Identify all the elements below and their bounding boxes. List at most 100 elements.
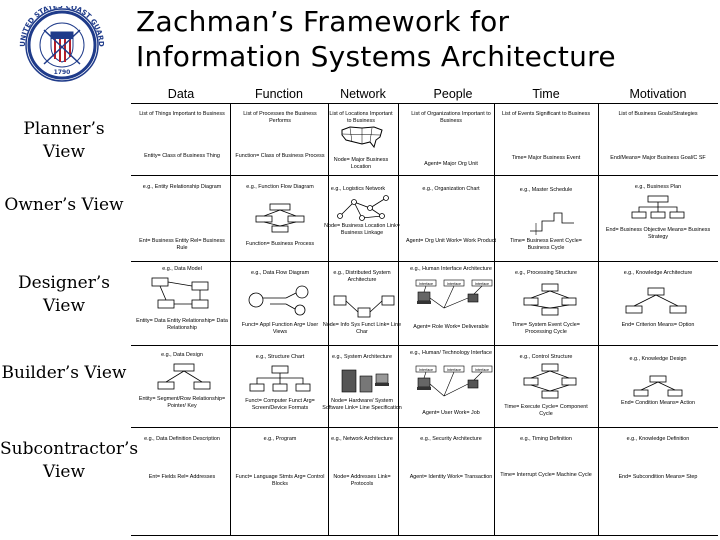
designer-data-example: e.g., Data Model [162, 266, 202, 272]
builder-time-execute: Time= Execute Cycle= Component Cycle [504, 404, 588, 417]
subcontractor-network-node: Node= Addresses Link= Protocols [333, 474, 391, 487]
interface-label: Interface [475, 282, 489, 286]
subcontractor-people-example: e.g., Security Architecture [420, 436, 482, 442]
planner-people-list: List of Organizations Important to Busin… [411, 111, 491, 124]
logistics-network-icon [337, 195, 389, 221]
subcontractor-time-example: e.g., Timing Definition [520, 436, 572, 442]
planner-motivation-list: List of Business Goals/Strategies [618, 111, 698, 117]
subcontractor-time-interrupt: Time= Interrupt Cycle= Machine Cycle [500, 472, 592, 478]
planner-people-agent: Agent= Major Org Unit [424, 161, 478, 167]
owner-function-example: e.g., Function Flow Diagram [246, 184, 314, 190]
grid-divider [131, 261, 718, 262]
seal-year: 1790 [54, 69, 71, 76]
owner-people-agent: Agent= Org Unit Work= Work Product [406, 238, 496, 244]
interface-label: Interface [447, 368, 461, 372]
column-header-function: Function [255, 87, 303, 101]
designer-network-node: Node= Info Sys Funct Link= Line Char [322, 322, 402, 335]
planner-function-entity: Function= Class of Business Process [235, 153, 325, 159]
owner-time-event: Time= Business Event Cycle= Business Cyc… [510, 238, 582, 251]
row-label-builder: Builder’s View [1, 363, 127, 383]
master-schedule-icon [530, 212, 574, 235]
row-label-designer: Designer’s View [18, 273, 110, 316]
subcontractor-motivation-end: End= Subcondition Means= Step [618, 474, 698, 480]
designer-people-example: e.g., Human Interface Architecture [410, 266, 492, 272]
interface-label: Interface [475, 368, 489, 372]
planner-data-entity: Entity= Class of Business Thing [144, 153, 220, 159]
title-line-1: Zachman’s Framework for [136, 5, 510, 38]
designer-time-event: Time= System Event Cycle= Processing Cyc… [512, 322, 580, 335]
processing-structure-icon [523, 283, 577, 316]
designer-network-example: e.g., Distributed System Architecture [333, 270, 391, 283]
designer-function-example: e.g., Data Flow Diagram [250, 270, 310, 276]
data-model-icon [151, 277, 209, 309]
grid-divider [494, 103, 495, 536]
planner-time-list: List of Events Significant to Business [501, 111, 591, 117]
planner-data-list: List of Things Important to Business [139, 111, 225, 117]
coast-guard-seal: UNITED STATES COAST GUARD 1790 [6, 2, 118, 82]
seal-icon: UNITED STATES COAST GUARD 1790 [19, 2, 105, 82]
knowledge-architecture-icon [625, 287, 687, 314]
subcontractor-motivation-example: e.g., Knowledge Definition [626, 436, 690, 442]
column-header-people: People [433, 87, 473, 101]
planner-time-event: Time= Major Business Event [511, 155, 581, 161]
column-header-motivation: Motivation [629, 87, 687, 101]
framework-grid [131, 103, 718, 536]
owner-network-example: e.g., Logistics Network [330, 186, 386, 192]
owner-people-example: e.g., Organization Chart [422, 186, 480, 192]
owner-data-entity: Ent= Business Entity Rel= Business Rule [139, 238, 225, 251]
owner-motivation-end: End= Business Objective Means= Business … [605, 227, 711, 240]
grid-divider [230, 103, 231, 536]
planner-motivation-goal: End/Means= Major Business Goal/C SF [610, 155, 706, 161]
subcontractor-data-example: e.g., Data Definition Description [144, 436, 220, 442]
designer-motivation-end: End= Criterion Means= Option [621, 322, 695, 328]
planner-network-list: List of Locations Important to Business [329, 111, 393, 124]
owner-time-example: e.g., Master Schedule [519, 187, 573, 193]
owner-motivation-example: e.g., Business Plan [634, 184, 682, 190]
builder-motivation-example: e.g., Knowledge Design [629, 356, 687, 362]
row-label-owner: Owner’s View [4, 195, 124, 215]
builder-people-agent: Agent= User Work= Job [422, 410, 480, 416]
builder-data-example: e.g., Data Design [161, 352, 203, 358]
builder-time-example: e.g., Control Structure [519, 354, 573, 360]
row-label-planner: Planner’s View [23, 119, 105, 162]
grid-divider [328, 103, 329, 536]
structure-chart-icon [249, 365, 311, 392]
interface-label: Interface [419, 368, 433, 372]
us-map-icon [341, 126, 383, 149]
builder-network-node: Node= Hardware/ System Software Link= Li… [322, 398, 402, 411]
subcontractor-function-funct: Funct= Language Stmts Arg= Control Block… [235, 474, 325, 487]
column-header-network: Network [340, 87, 386, 101]
designer-motivation-example: e.g., Knowledge Architecture [623, 270, 693, 276]
interface-label: Interface [447, 282, 461, 286]
owner-data-example: e.g., Entity Relationship Diagram [142, 184, 222, 190]
grid-divider [131, 535, 718, 536]
grid-divider [131, 427, 718, 428]
control-structure-icon [523, 363, 577, 399]
designer-time-example: e.g., Processing Structure [514, 270, 578, 276]
grid-divider [598, 103, 599, 536]
knowledge-design-icon [633, 375, 683, 397]
data-flow-diagram-icon [248, 285, 309, 316]
function-flow-diagram-icon [255, 203, 305, 233]
title-line-2: Information Systems Architecture [136, 40, 616, 73]
designer-people-agent: Agent= Role Work= Deliverable [413, 324, 489, 330]
planner-function-list: List of Processes the Business Performs [243, 111, 317, 124]
planner-network-node: Node= Major Business Location [333, 157, 389, 170]
subcontractor-data-entity: Ent= Fields Rel= Addresses [148, 474, 216, 480]
row-label-subcontractor: Subcontractor’s View [0, 439, 139, 482]
interface-label: Interface [419, 282, 433, 286]
system-architecture-icon [341, 369, 389, 393]
subcontractor-network-example: e.g., Network Architecture [331, 436, 393, 442]
grid-divider [131, 103, 718, 104]
column-header-data: Data [167, 87, 195, 101]
builder-network-example: e.g., System Architecture [332, 354, 392, 360]
builder-motivation-end: End= Condition Means= Action [620, 400, 696, 406]
owner-function-process: Function= Business Process [245, 241, 315, 247]
subcontractor-function-example: e.g., Program [263, 436, 297, 442]
distributed-system-architecture-icon [333, 295, 395, 318]
human-interface-architecture-icon: Interface Interface Interface [415, 279, 493, 309]
builder-function-example: e.g., Structure Chart [255, 354, 305, 360]
builder-function-funct: Funct= Computer Funct Arg= Screen/Device… [245, 398, 315, 411]
grid-divider [131, 175, 718, 176]
page-title: Zachman’s Framework for Information Syst… [136, 4, 696, 74]
